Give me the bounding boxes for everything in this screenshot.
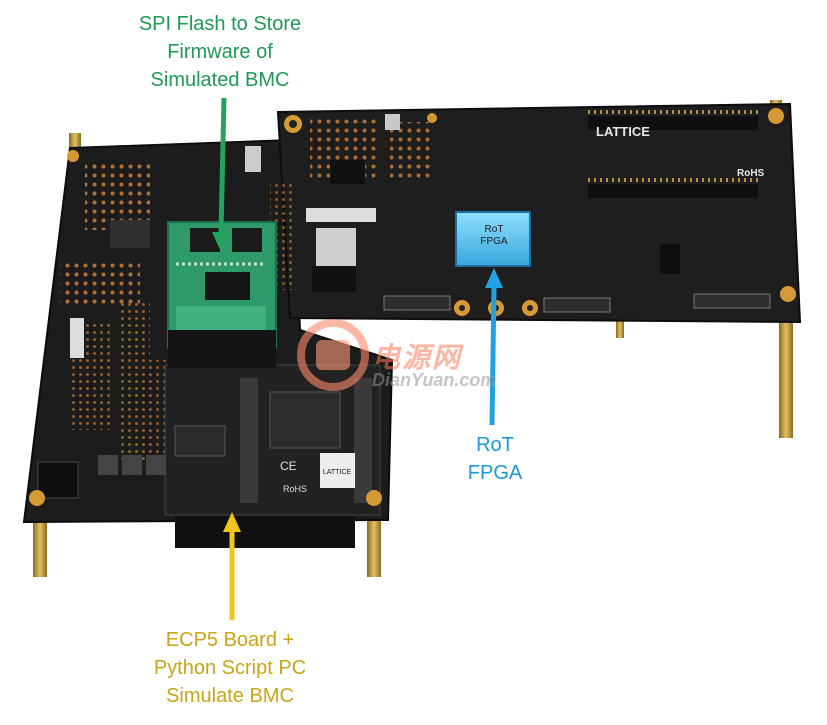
rot-fpga-chip-label: RoT FPGA	[480, 224, 508, 247]
lattice-logo: LATTICE	[596, 124, 650, 139]
rot-fpga-callout: RoT FPGA	[467, 434, 523, 484]
rot-board: LATTICE RoHS	[270, 102, 802, 324]
spi-flash-callout: SPI Flash to Store Firmware of Simulated…	[138, 13, 302, 91]
lattice-logo-small: LATTICE	[323, 469, 352, 476]
rot-fpga-chip	[455, 211, 531, 267]
ecp5-board-callout: ECP5 Board + Python Script PC Simulate B…	[153, 629, 307, 707]
ce-mark: CE	[280, 459, 297, 473]
watermark-logo	[297, 319, 369, 391]
rohs-mark-lower: RoHS	[283, 484, 307, 494]
standoff-legs	[33, 100, 793, 577]
rohs-mark-upper: RoHS	[737, 168, 765, 179]
watermark-latin: DianYuan.com	[372, 370, 497, 390]
watermark-chinese: 电源网	[372, 342, 463, 373]
watermark: 电源网 DianYuan.com	[372, 336, 496, 390]
callout-arrows	[212, 97, 503, 620]
